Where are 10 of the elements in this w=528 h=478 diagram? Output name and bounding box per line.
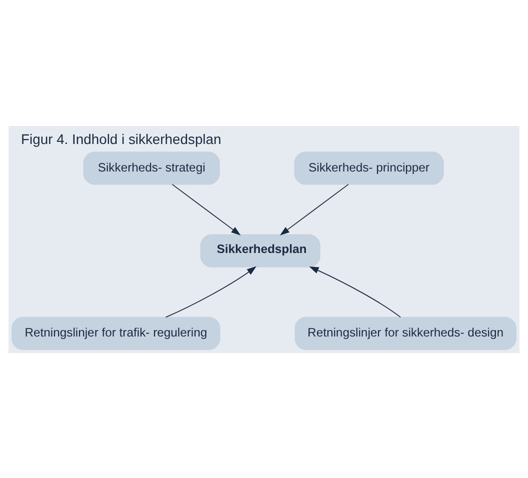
node-box: Sikkerheds- strategi [83, 151, 220, 184]
node-box: Sikkerhedsplan [200, 234, 320, 267]
arrow [309, 266, 401, 318]
arrow [280, 184, 349, 235]
node-box: Sikkerheds- principper [294, 151, 444, 184]
diagram-title: Figur 4. Indhold i sikkerhedsplan [21, 130, 222, 147]
arrow [172, 184, 241, 235]
node-box: Retningslinjer for sikkerheds- design [294, 316, 516, 350]
node-box: Retningslinjer for trafik- regulering [12, 316, 220, 350]
arrow [165, 266, 256, 318]
